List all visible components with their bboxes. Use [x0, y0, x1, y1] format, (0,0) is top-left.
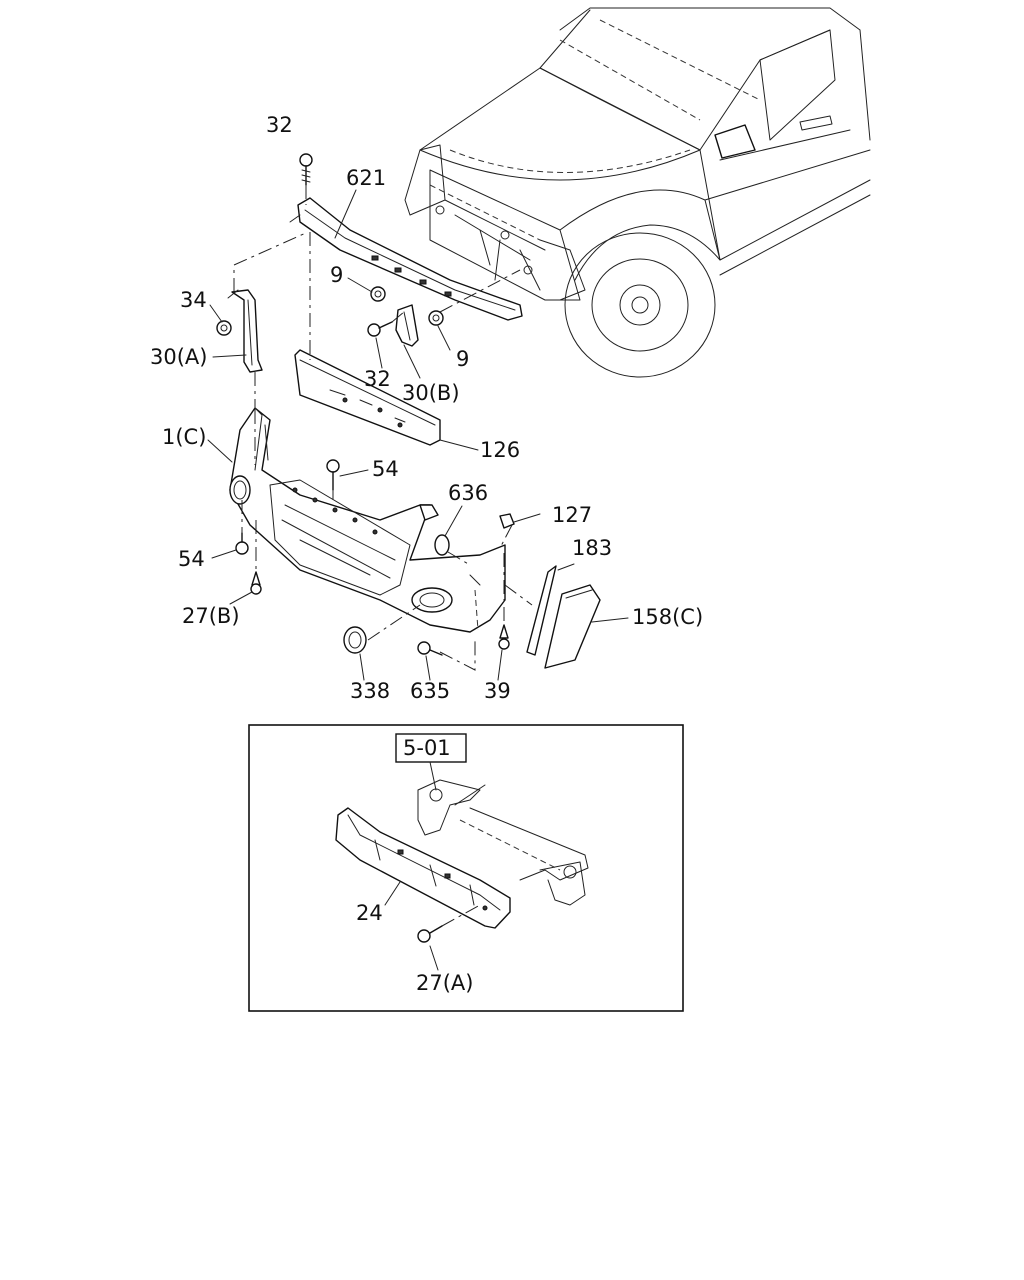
part-126-panel — [294, 349, 441, 446]
part-183-strip — [526, 565, 557, 656]
part-621-crossmember — [289, 197, 523, 321]
callout-30b: 30(B) — [402, 381, 460, 405]
callout-32-mid: 32 — [364, 367, 391, 391]
callout-30a: 30(A) — [150, 345, 207, 369]
callout-9-left: 9 — [330, 263, 343, 287]
callout-1c: 1(C) — [162, 425, 206, 449]
part-158c-molding — [544, 584, 601, 669]
callout-621: 621 — [346, 166, 386, 190]
callout-32-top: 32 — [266, 113, 293, 137]
part-30b-bracket — [395, 304, 419, 347]
callout-158c: 158(C) — [632, 605, 703, 629]
callout-635: 635 — [410, 679, 450, 703]
leader-lines — [207, 185, 629, 681]
callout-126: 126 — [480, 438, 520, 462]
callout-54-left: 54 — [178, 547, 205, 571]
vehicle-outline — [404, 7, 871, 378]
callout-39: 39 — [484, 679, 511, 703]
callout-338: 338 — [350, 679, 390, 703]
callout-54-top: 54 — [372, 457, 399, 481]
callout-183: 183 — [572, 536, 612, 560]
reference-box — [395, 733, 467, 763]
callouts-upper: 32 621 34 9 30(A) 32 9 30(B) 1(C) 126 54… — [150, 113, 703, 703]
part-30a-bracket — [227, 289, 263, 373]
inset-detail-box: 5-01 24 27(A) — [248, 724, 684, 1012]
callout-9-right: 9 — [456, 347, 469, 371]
callout-27a: 27(A) — [416, 971, 473, 995]
callout-636: 636 — [448, 481, 488, 505]
reference-label: 5-01 — [403, 736, 451, 760]
callout-24: 24 — [356, 901, 383, 925]
callout-127: 127 — [552, 503, 592, 527]
callout-27b: 27(B) — [182, 604, 240, 628]
fasteners — [216, 153, 515, 656]
callout-34: 34 — [180, 288, 207, 312]
part-1c-bumper — [229, 407, 506, 633]
